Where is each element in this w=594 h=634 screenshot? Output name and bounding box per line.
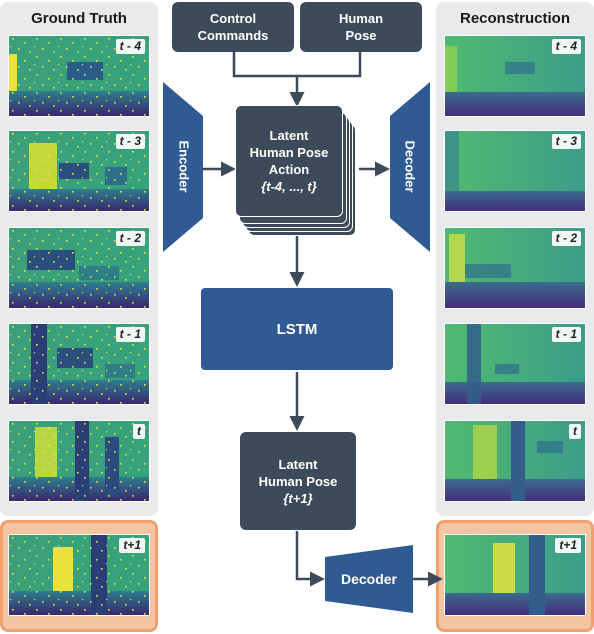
pose-arrow xyxy=(289,52,362,107)
frame-time-label: t+1 xyxy=(119,538,145,553)
frame-time-label: t - 1 xyxy=(551,327,581,342)
frame-time-label: t xyxy=(133,424,145,439)
ground-truth-frame: t xyxy=(8,420,150,502)
decoder-label: Decoder xyxy=(402,140,418,193)
ground-truth-frame: t - 3 xyxy=(8,130,150,212)
latent-stack-line3: Action xyxy=(268,162,310,177)
latent-stack-line2: Human Pose xyxy=(249,145,329,160)
encoder-label: Encoder xyxy=(176,140,192,193)
frame-time-label: t - 1 xyxy=(115,327,145,342)
frame-time-label: t - 2 xyxy=(551,231,581,246)
reconstruction-frame: t - 2 xyxy=(444,227,586,309)
frame-time-label: t xyxy=(569,424,581,439)
ground-truth-frame: t - 2 xyxy=(8,227,150,309)
depth-image xyxy=(445,421,585,501)
latent-next-line1: Latent xyxy=(278,456,318,472)
lstm-box: LSTM xyxy=(201,288,393,370)
frame-time-label: t - 4 xyxy=(551,39,581,54)
reconstruction-frame: t - 1 xyxy=(444,323,586,405)
latent-next-line2: Human Pose xyxy=(258,473,338,489)
reconstruction-frame: t - 3 xyxy=(444,130,586,212)
decoder-bottom-block xyxy=(325,545,413,613)
control-commands-line2: Commands xyxy=(197,28,269,43)
human-pose-line2: Pose xyxy=(345,28,377,43)
reconstruction-frame: t xyxy=(444,420,586,502)
control-commands-box: Control Commands xyxy=(172,2,294,52)
control-commands-line1: Control xyxy=(209,11,257,26)
depth-image xyxy=(9,36,149,116)
reconstruction-frame: t - 4 xyxy=(444,35,586,117)
depth-image xyxy=(9,421,149,501)
ground-truth-frame: t - 4 xyxy=(8,35,150,117)
depth-image xyxy=(445,228,585,308)
lstm-label: LSTM xyxy=(276,320,318,338)
human-pose-line1: Human xyxy=(338,11,384,26)
frame-time-label: t - 2 xyxy=(115,231,145,246)
frame-time-label: t - 3 xyxy=(551,134,581,149)
latent-stack-box: Latent Human Pose Action {t-4, ..., t} xyxy=(235,105,343,217)
ground-truth-future-frame: t+1 xyxy=(8,534,150,616)
frame-time-label: t - 4 xyxy=(115,39,145,54)
latent-next-to-decoder-arrow xyxy=(295,531,325,587)
ground-truth-title: Ground Truth xyxy=(31,10,127,27)
decoder-bottom-label: Decoder xyxy=(340,570,398,587)
decoder-block xyxy=(390,82,430,252)
latent-stack-range: {t-4, ..., t} xyxy=(261,179,317,194)
latent-stack-line1: Latent xyxy=(269,128,309,143)
control-arrow xyxy=(232,52,297,78)
encoder-block xyxy=(163,82,203,252)
latent-next-box: Latent Human Pose {t+1} xyxy=(240,432,356,530)
ground-truth-frame: t - 1 xyxy=(8,323,150,405)
frame-time-label: t+1 xyxy=(555,538,581,553)
reconstruction-future-frame: t+1 xyxy=(444,534,586,616)
latent-next-time: {t+1} xyxy=(283,490,313,506)
frame-time-label: t - 3 xyxy=(115,134,145,149)
human-pose-box: Human Pose xyxy=(300,2,422,52)
reconstruction-title: Reconstruction xyxy=(459,10,570,27)
